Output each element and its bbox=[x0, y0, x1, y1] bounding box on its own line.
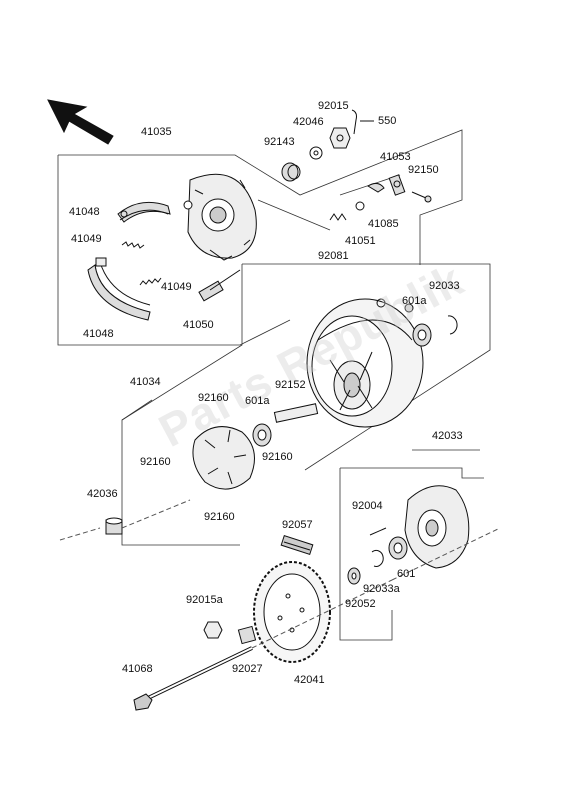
part-number-92160: 92160 bbox=[198, 392, 229, 404]
part-number-92152: 92152 bbox=[275, 379, 306, 391]
part-number-92150: 92150 bbox=[408, 164, 439, 176]
part-number-41051: 41051 bbox=[345, 235, 376, 247]
part-number-42033: 42033 bbox=[432, 430, 463, 442]
nut-icon bbox=[203, 621, 223, 639]
chain-link-icon bbox=[280, 534, 314, 556]
circlip-icon bbox=[447, 315, 458, 335]
sprocket-icon bbox=[253, 561, 331, 663]
part-number-92052: 92052 bbox=[345, 598, 376, 610]
brake-shoe-upper-icon bbox=[117, 201, 171, 223]
nut-icon bbox=[329, 127, 351, 149]
spring-icon bbox=[121, 241, 162, 286]
bearing-icon bbox=[388, 536, 408, 560]
part-number-92160: 92160 bbox=[262, 451, 293, 463]
part-number-92015a: 92015a bbox=[186, 594, 223, 606]
brake-lever-icon bbox=[388, 174, 406, 196]
part-number-42046: 42046 bbox=[293, 116, 324, 128]
wheel-damper-icon bbox=[192, 426, 255, 490]
part-number-92033a: 92033a bbox=[363, 583, 400, 595]
rear-hub-icon bbox=[306, 298, 424, 428]
part-number-92004: 92004 bbox=[352, 500, 383, 512]
part-number-41085: 41085 bbox=[368, 218, 399, 230]
circlip-icon bbox=[371, 549, 384, 567]
part-number-601a: 601a bbox=[402, 295, 427, 307]
part-number-41068: 41068 bbox=[122, 663, 153, 675]
spacer-icon bbox=[281, 162, 301, 182]
seal-icon bbox=[329, 201, 365, 221]
part-number-92015: 92015 bbox=[318, 100, 349, 112]
part-number-92160: 92160 bbox=[204, 511, 235, 523]
part-number-92160: 92160 bbox=[140, 456, 171, 468]
cotter-pin-icon bbox=[351, 109, 374, 135]
brake-cam-icon bbox=[198, 269, 241, 302]
part-number-92057: 92057 bbox=[282, 519, 313, 531]
stud-icon bbox=[369, 527, 387, 536]
part-number-41049: 41049 bbox=[71, 233, 102, 245]
axle-icon bbox=[133, 646, 253, 711]
part-number-41048: 41048 bbox=[69, 206, 100, 218]
part-number-92081: 92081 bbox=[318, 250, 349, 262]
axle-spacer-icon bbox=[273, 403, 319, 423]
bearing-icon bbox=[252, 423, 272, 447]
collar-icon bbox=[237, 625, 257, 645]
part-number-550: 550 bbox=[378, 115, 397, 127]
part-number-42041: 42041 bbox=[294, 674, 325, 686]
collar-icon bbox=[105, 517, 123, 535]
wear-indicator-icon bbox=[367, 182, 385, 193]
part-number-41034: 41034 bbox=[130, 376, 161, 388]
part-number-42036: 42036 bbox=[87, 488, 118, 500]
part-number-92027: 92027 bbox=[232, 663, 263, 675]
front-arrow-icon bbox=[47, 99, 114, 145]
part-number-41048: 41048 bbox=[83, 328, 114, 340]
sprocket-coupling-icon bbox=[404, 485, 470, 569]
part-number-601: 601 bbox=[397, 568, 416, 580]
part-number-41053: 41053 bbox=[380, 151, 411, 163]
bolt-icon bbox=[411, 191, 432, 203]
washer-icon bbox=[309, 146, 323, 160]
part-number-92033: 92033 bbox=[429, 280, 460, 292]
sprocket-group-outline bbox=[339, 449, 484, 641]
brake-shoe-lower-icon bbox=[87, 257, 151, 321]
part-number-601a: 601a bbox=[245, 395, 270, 407]
part-number-41050: 41050 bbox=[183, 319, 214, 331]
small-ring-icon bbox=[376, 298, 414, 313]
bearing-icon bbox=[412, 323, 432, 347]
part-number-41035: 41035 bbox=[141, 126, 172, 138]
part-number-92143: 92143 bbox=[264, 136, 295, 148]
part-number-41049: 41049 bbox=[161, 281, 192, 293]
brake-panel-icon bbox=[183, 173, 257, 261]
washer-icon bbox=[347, 567, 361, 585]
